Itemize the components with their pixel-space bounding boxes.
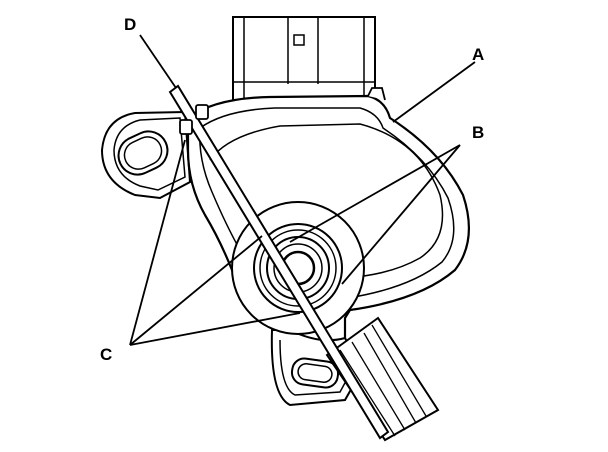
left-mounting-ear: [100, 110, 192, 200]
label-b: B: [472, 123, 484, 142]
callout-leaders: [129, 34, 476, 346]
label-c: C: [100, 345, 112, 364]
retaining-bolts: [179, 104, 209, 135]
label-d: D: [124, 15, 136, 34]
label-a: A: [472, 45, 484, 64]
